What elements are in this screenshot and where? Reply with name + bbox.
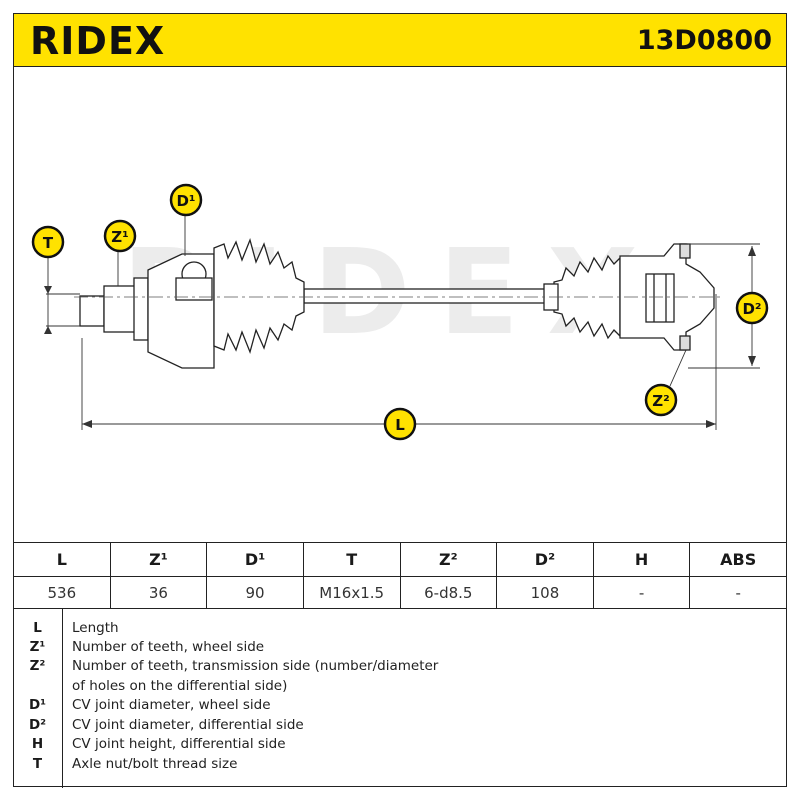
col-header-t: T [302,542,401,577]
col-header-z2: Z² [399,542,498,577]
value-z1: 36 [109,576,208,609]
legend-row: H CV joint height, differential side [13,735,787,754]
value-t: M16x1.5 [302,576,401,609]
legend-divider [62,609,63,788]
legend-row: D¹ CV joint diameter, wheel side [13,696,787,715]
value-d2: 108 [496,576,594,609]
col-header-h: H [592,542,691,577]
spec-table: L Z¹ D¹ T Z² D² H ABS 536 36 90 M16x1.5 … [13,542,787,609]
svg-text:T: T [43,234,54,252]
value-abs: - [689,576,787,609]
col-header-z1: Z¹ [109,542,208,577]
svg-text:Z¹: Z¹ [111,228,128,246]
axle-shaft [303,288,555,304]
legend-row: L Length [13,619,787,638]
svg-text:D²: D² [742,300,761,318]
value-l: 536 [13,576,111,609]
legend-row: Z² Number of teeth, transmission side (n… [13,657,787,676]
legend-symbol: H [31,736,44,752]
badge-z1: Z¹ [103,219,137,253]
legend-row: Z¹ Number of teeth, wheel side [13,638,787,657]
legend-description: Number of teeth, wheel side [72,639,265,655]
outer-boot [213,237,305,355]
driveshaft-drawing: RIDEX [31,183,769,441]
col-header-d1: D¹ [206,542,304,577]
badge-d1: D¹ [169,183,203,217]
legend-symbol: Z² [29,658,46,674]
legend-description: CV joint diameter, differential side [72,717,304,733]
badge-t: T [31,225,65,259]
legend-row: of holes on the differential side) [13,677,787,696]
part-number: 13D0800 [636,25,772,56]
badge-z2: Z² [644,383,678,417]
legend-symbol: D¹ [28,697,47,713]
spec-value-row: 536 36 90 M16x1.5 6-d8.5 108 - - [13,576,787,609]
z2-leader [669,349,687,387]
legend-description: of holes on the differential side) [72,678,288,694]
legend-description: CV joint diameter, wheel side [72,697,271,713]
value-h: - [592,576,691,609]
legend-symbol: D² [28,717,47,733]
svg-text:Z²: Z² [652,392,669,410]
legend-symbol: T [32,756,43,772]
legend-symbol: L [33,620,42,636]
thread-stub [79,295,105,327]
legend-row: D² CV joint diameter, differential side [13,716,787,735]
legend-description: CV joint height, differential side [72,736,286,752]
legend-row: T Axle nut/bolt thread size [13,755,787,774]
legend: L Length Z¹ Number of teeth, wheel side … [13,608,787,788]
value-d1: 90 [206,576,304,609]
value-z2: 6-d8.5 [399,576,498,609]
svg-text:L: L [395,416,405,434]
col-header-abs: ABS [689,542,787,577]
badge-d2: D² [735,291,769,325]
spec-header-row: L Z¹ D¹ T Z² D² H ABS [13,542,787,577]
badge-l: L [383,407,417,441]
col-header-l: L [13,542,111,577]
legend-description: Axle nut/bolt thread size [72,756,238,772]
header-bar: RIDEX 13D0800 [13,13,787,67]
svg-text:D¹: D¹ [176,192,195,210]
ridex-logo: RIDEX [30,19,166,63]
legend-description: Number of teeth, transmission side (numb… [72,658,439,674]
col-header-d2: D² [496,542,594,577]
legend-symbol: Z¹ [29,639,46,655]
legend-description: Length [72,620,119,636]
